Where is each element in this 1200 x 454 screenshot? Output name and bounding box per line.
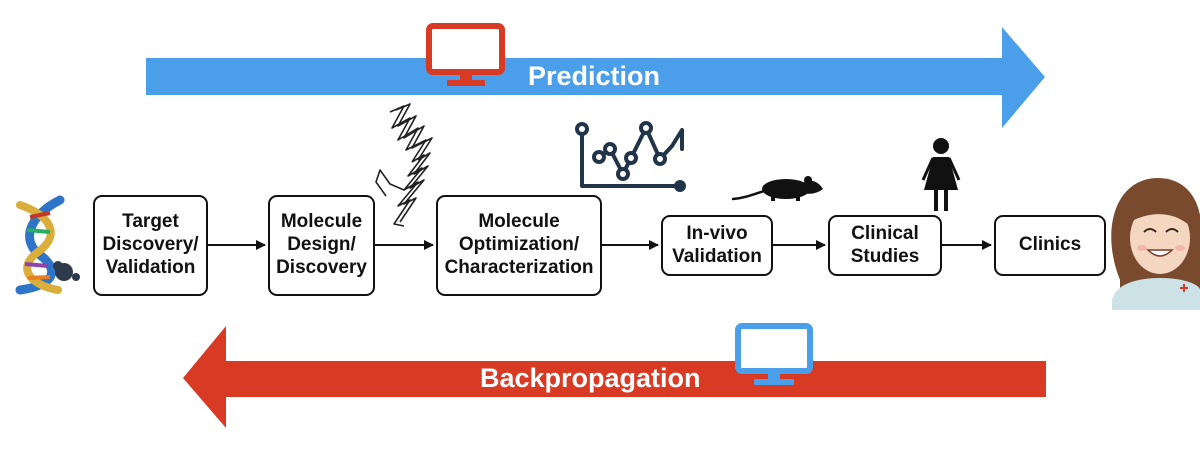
backpropagation-arrow (183, 326, 1046, 428)
stage-label: Molecule Design/ Discovery (276, 211, 367, 278)
woman-icon (921, 138, 961, 211)
stage-in-vivo-validation: In-vivo Validation (661, 215, 773, 276)
backpropagation-label: Backpropagation (480, 363, 701, 393)
protein-structure-icon (375, 103, 433, 227)
doctor-avatar-icon (1111, 178, 1200, 310)
stage-label: Clinics (1018, 234, 1082, 256)
computer-monitor-icon (426, 23, 505, 86)
stage-label: Target Discovery/ Validation (102, 211, 199, 278)
computer-monitor-icon (735, 323, 813, 385)
stage-molecule-design: Molecule Design/ Discovery (268, 195, 375, 296)
stage-label: Clinical Studies (850, 222, 920, 267)
prediction-arrow (146, 27, 1045, 128)
stage-clinics: Clinics (994, 215, 1106, 276)
prediction-label: Prediction (528, 61, 661, 91)
mouse-icon (731, 176, 823, 201)
line-chart-icon (575, 121, 686, 192)
dna-helix-icon (15, 195, 80, 295)
stage-clinical-studies: Clinical Studies (828, 215, 942, 276)
stage-target-discovery: Target Discovery/ Validation (93, 195, 208, 296)
stage-label: Molecule Optimization/ Characterization (444, 211, 594, 278)
stage-label: In-vivo Validation (672, 222, 762, 267)
stage-molecule-optimization: Molecule Optimization/ Characterization (436, 195, 602, 296)
